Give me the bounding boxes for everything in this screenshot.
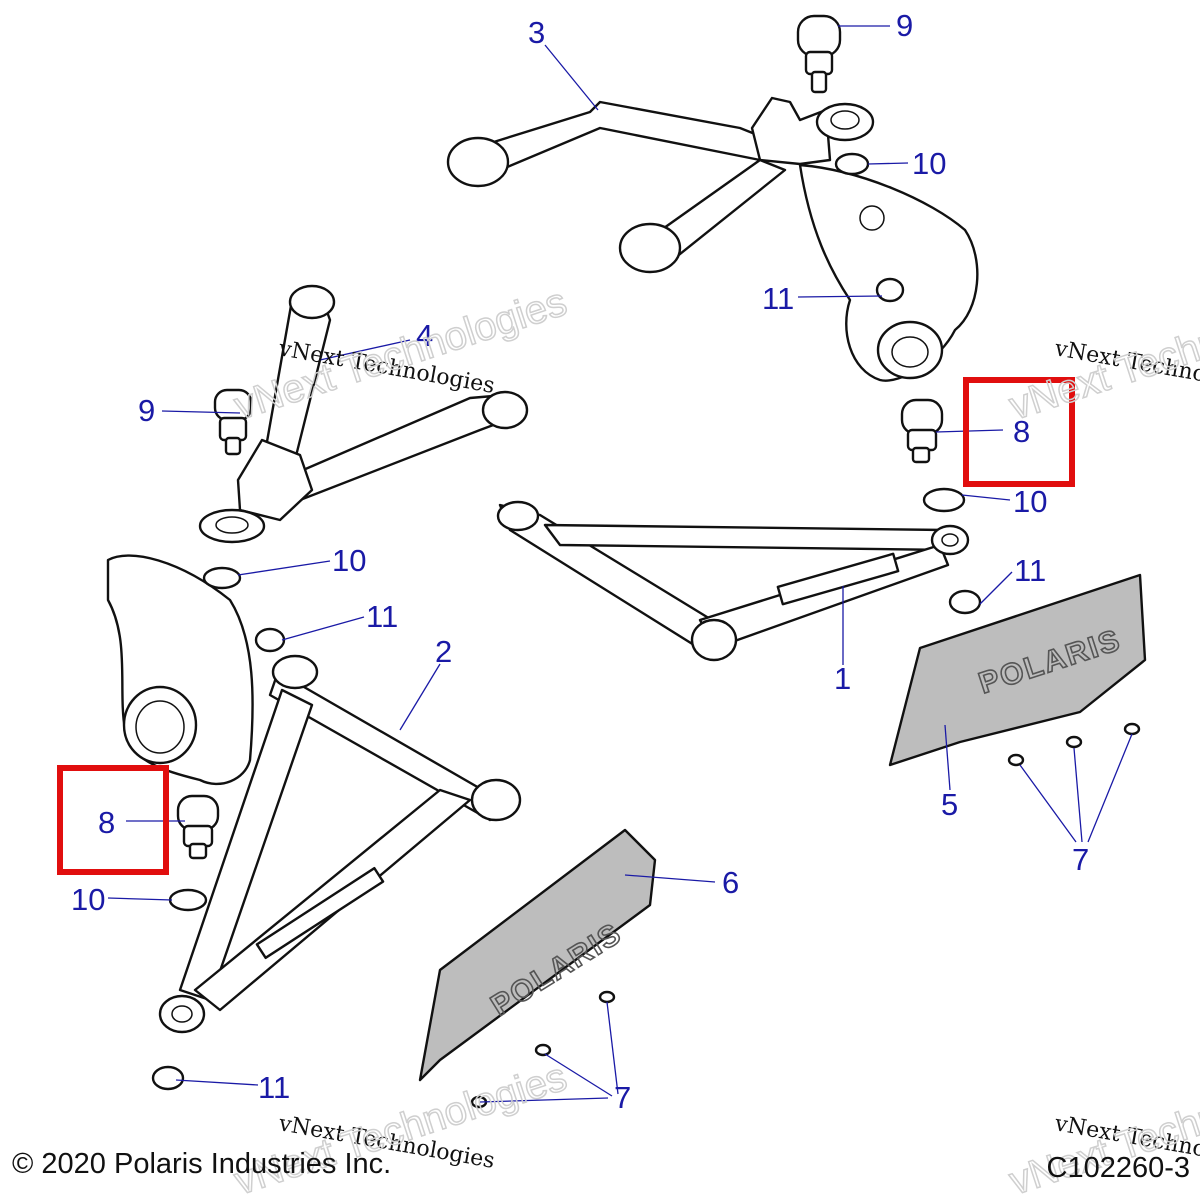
ball-joint-right-lower: [900, 398, 944, 464]
callout-7-right: 7: [1072, 842, 1089, 877]
bushing-right-lower: [948, 589, 982, 615]
callout-6: 6: [722, 865, 739, 900]
lower-a-arm-left: [158, 654, 522, 1034]
highlight-box-right: [963, 377, 1075, 487]
callout-9-top: 9: [896, 8, 913, 43]
upper-a-arm-left: [198, 284, 529, 544]
bushing-left-lower: [151, 1065, 185, 1091]
highlight-box-left: [57, 765, 169, 875]
a-arm-guard-right: POLARIS: [888, 573, 1147, 767]
ball-joint-upper-right: [796, 14, 842, 94]
bushing-knuckle-right: [875, 277, 905, 303]
callout-10-top: 10: [912, 146, 946, 181]
a-arm-guard-left: POLARIS: [418, 828, 657, 1082]
callouts: 3 9 10 11 4 9 8 10 10 11 11 2 1 5 8 7 6 …: [71, 8, 1089, 1115]
callout-8-left: 8: [98, 805, 115, 840]
callout-3: 3: [528, 15, 545, 50]
ball-joint-left-lower: [176, 794, 220, 860]
snap-ring-left-upper: [202, 566, 242, 590]
callout-11-top: 11: [762, 281, 794, 316]
upper-a-arm-right: [446, 96, 875, 274]
callout-10-right: 10: [1013, 484, 1047, 519]
callout-5: 5: [941, 787, 958, 822]
lower-a-arm-center: [496, 500, 970, 662]
leader-lines: [107, 25, 1133, 1103]
drawing-number: C102260-3: [1046, 1152, 1191, 1184]
callout-11-bottom: 11: [258, 1070, 290, 1105]
callout-4: 4: [416, 318, 433, 353]
callout-9-left: 9: [138, 393, 155, 428]
callout-1: 1: [834, 661, 851, 696]
callout-11-right: 11: [1014, 553, 1046, 588]
callout-11-left: 11: [366, 599, 398, 634]
steering-knuckle-right: [798, 163, 979, 382]
snap-ring-right-lower: [922, 487, 966, 513]
callout-7-center: 7: [614, 1080, 631, 1115]
steering-knuckle-left: [106, 554, 254, 786]
snap-ring-top-right: [834, 152, 870, 176]
bushing-left-upper: [254, 627, 286, 653]
copyright-text: © 2020 Polaris Industries Inc.: [12, 1148, 392, 1180]
screws-right: [1007, 722, 1141, 767]
callout-10-left: 10: [332, 543, 366, 578]
snap-ring-left-lower: [168, 888, 208, 912]
watermark-logo-2: vNext Technol: [1004, 309, 1200, 428]
callout-2: 2: [435, 634, 452, 669]
callout-10-bottom: 10: [71, 882, 105, 917]
callout-8-right: 8: [1013, 414, 1030, 449]
